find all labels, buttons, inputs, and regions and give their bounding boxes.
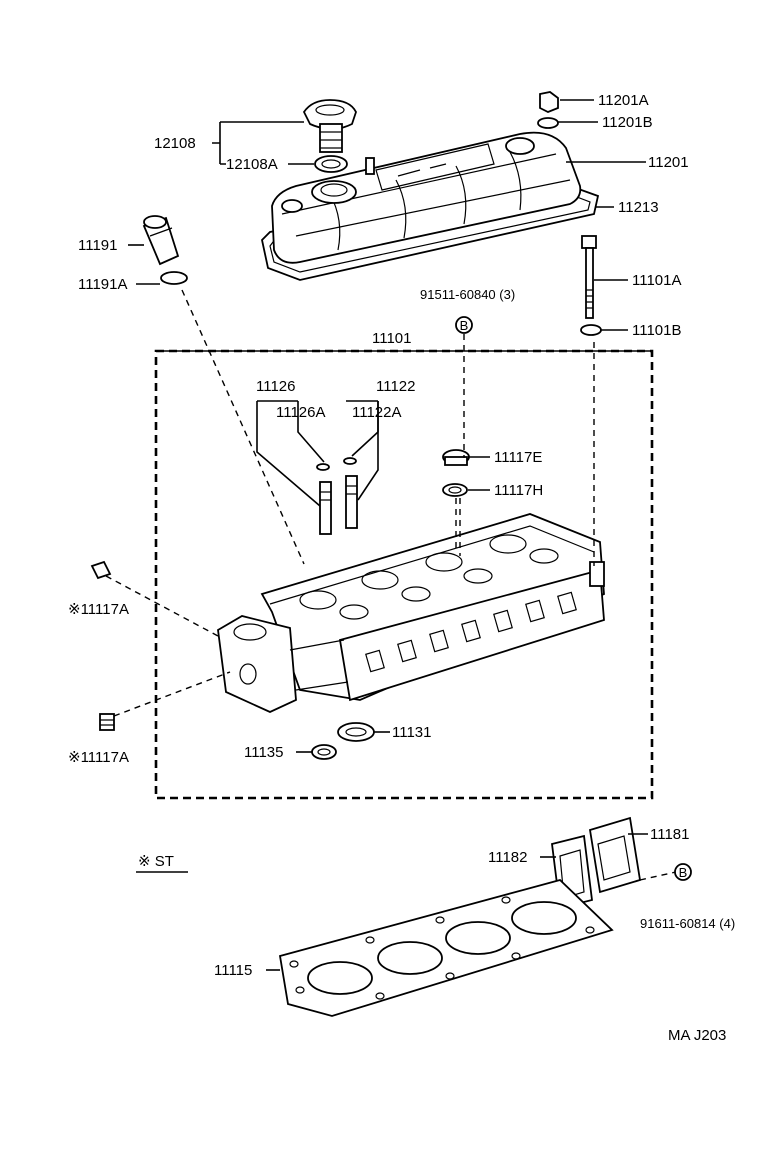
label-11135: 11135 [244,744,284,761]
filler-cap-gasket[interactable] [314,155,348,173]
label-11126a: 11126A [276,404,326,421]
oil-filler-pipe[interactable] [142,215,180,266]
intake-valve-guide[interactable] [319,481,332,535]
label-st-note: ※ ST [138,853,174,870]
label-11201b: 11201B [602,114,653,131]
filler-pipe-gasket[interactable] [160,271,188,285]
water-outlet-gasket[interactable] [588,816,642,894]
label-11101a: 11101A [632,272,682,289]
oil-filler-cap[interactable] [302,99,357,153]
tapered-screw-plug-upper[interactable] [90,560,112,580]
bolt-ref-marker-top: B [455,316,473,334]
label-11115: 11115 [214,962,252,979]
stud-washer[interactable] [580,324,602,336]
label-11117a-upper: ※11117A [68,601,129,618]
label-91611: 91611-60814 (4) [640,916,735,931]
label-11131: 11131 [392,724,432,741]
label-11117h: 11117H [494,482,543,499]
exhaust-valve-guide[interactable] [345,475,358,529]
camshaft-oil-seal[interactable] [337,722,375,742]
label-11117a-lower: ※11117A [68,749,129,766]
stud-bolt[interactable] [581,235,597,319]
bolt-ref-marker-bottom: B [674,863,692,881]
tapered-screw-plug-lower[interactable] [99,713,115,731]
exhaust-guide-snap-ring[interactable] [343,457,357,465]
distributor-seal[interactable] [311,744,337,760]
label-11117e: 11117E [494,449,542,466]
leader-lines [128,99,652,971]
svg-text:B: B [460,318,469,333]
cylinder-head-cover[interactable] [261,131,600,281]
part-number-labels: 12108 12108A 11201A 11201B 11201 11213 1… [68,92,735,1044]
label-11182: 11182 [488,849,528,866]
svg-text:B: B [679,865,688,880]
cylinder-head-plug-e[interactable] [442,449,470,466]
cylinder-head-gasket[interactable] [278,878,614,1017]
assembly-dash-lines [105,289,677,881]
label-diagram-ref: MA J203 [668,1027,726,1044]
label-11191a: 11191A [78,276,128,293]
label-91511: 91511-60840 (3) [420,287,515,302]
cover-nut-washer[interactable] [537,117,559,129]
cover-cap-nut[interactable] [539,91,559,113]
cylinder-head[interactable] [217,513,605,713]
label-11126: 11126 [256,378,296,395]
label-12108a: 12108A [226,156,278,173]
label-11122: 11122 [376,378,416,395]
label-11101: 11101 [372,330,412,347]
label-12108: 12108 [154,135,196,152]
label-11101b: 11101B [632,322,682,339]
label-11201a: 11201A [598,92,649,109]
label-11191: 11191 [78,237,118,254]
label-11213: 11213 [618,199,659,216]
cylinder-head-gasket-h[interactable] [442,483,468,497]
label-11122a: 11122A [352,404,402,421]
label-11181: 11181 [650,826,690,843]
label-11201: 11201 [648,154,689,171]
intake-guide-snap-ring[interactable] [316,463,330,471]
